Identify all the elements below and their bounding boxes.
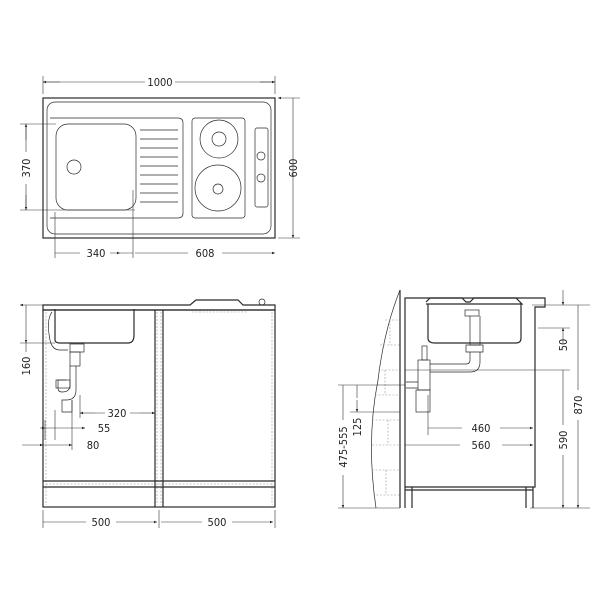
dim-cabinet-height: 590 [557,431,570,450]
dim-trap-offset: 55 [98,422,111,435]
sink-bowl-side [425,297,524,344]
drain-hole [66,159,82,175]
top-view: 1000 600 370 340 608 [20,76,300,260]
dim-total-height: 870 [572,396,585,415]
cabinet-panels [45,312,273,505]
dim-outlet-spacing: 125 [351,418,364,437]
sink-bowl [55,123,137,211]
overflow [464,309,480,317]
dim-right-section: 608 [196,247,215,260]
dim-cabinet-left: 500 [92,516,111,529]
control-panel [254,127,269,208]
control-knob-1 [256,151,266,161]
dim-drain-offset: 80 [87,439,100,452]
dim-extension-lines-side [405,304,590,509]
large-burner-center [212,183,224,195]
countertop-front [42,299,276,311]
dim-600-lines [278,98,300,238]
dim-counter-top: 50 [557,339,570,352]
dim-depth-total: 600 [287,159,300,178]
large-burner [194,164,242,212]
dim-outlet-height: 475-555 [337,426,350,467]
control-knob-2 [256,173,266,183]
drain-pipe [406,316,484,413]
cabinet-side [404,297,546,488]
drainer-area [50,117,184,219]
drainer-ribs [140,129,178,203]
dim-370-lines [20,123,135,211]
small-burner [199,119,239,159]
cabinet-legs [404,487,534,508]
dim-extension-lines [54,190,134,258]
sink-bowl-section [54,309,135,344]
control-knob-front [258,298,266,306]
countertop-inner [46,101,272,235]
dim-bowl-depth: 370 [20,159,33,178]
dim-width-total: 1000 [147,76,172,89]
hob-plate [191,117,246,219]
siphon-trap [48,311,85,413]
dim-cabinet-depth: 560 [472,439,491,452]
cabinet-divider [43,310,275,507]
dim-1000-lines [42,76,276,94]
dim-drain-depth: 460 [472,422,491,435]
cabinet-front [42,309,276,508]
countertop-outline [42,97,276,239]
dim-cabinet-right: 500 [208,516,227,529]
dim-bowl-height: 160 [20,357,33,376]
dim-bowl-width: 340 [87,247,106,260]
dim-500-extensions [42,510,276,528]
dim-extension-lines-front [44,395,81,450]
small-burner-center [211,131,227,147]
wall-bricks [372,319,400,496]
dim-drain-to-cabinet: 320 [108,407,127,420]
side-view: 50 870 590 460 560 475-555 125 [337,289,590,509]
wall-break-line [371,289,401,509]
front-view: 320 55 80 160 500 500 [20,298,276,529]
